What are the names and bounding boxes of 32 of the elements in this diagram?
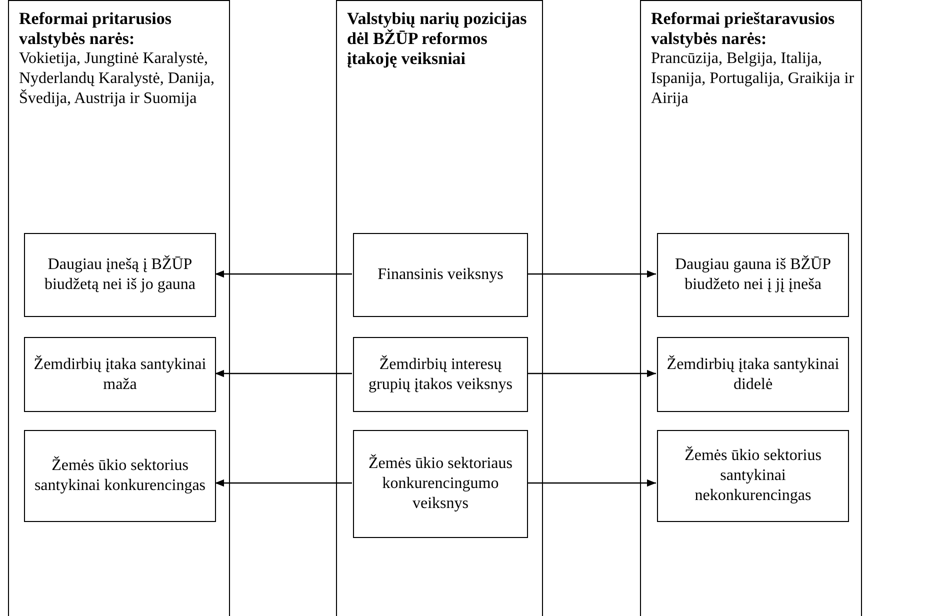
box-text: Daugiau gauna iš BŽŪP biudžeto nei į jį įneša	[674, 255, 832, 295]
column-panel	[8, 0, 230, 616]
process-box	[24, 430, 216, 522]
arrow	[527, 270, 656, 278]
box-text: Finansinis veiksnys	[378, 265, 504, 285]
box-text: Žemės ūkio sektorius santykinai nekonkurencingas	[684, 446, 822, 506]
column-heading: Reformai prieštaravusios valstybės narės:	[651, 9, 836, 49]
process-box	[657, 233, 849, 317]
column-heading: Valstybių narių pozicijas dėl BŽŪP reformos įtakoję veiksniai	[347, 9, 528, 69]
column-panel	[336, 0, 543, 616]
box-text: Žemdirbių įtaka santykinai didelė	[666, 354, 840, 394]
arrow	[215, 479, 352, 487]
arrow	[527, 479, 656, 487]
arrow	[527, 370, 656, 378]
process-box	[353, 430, 528, 538]
process-box	[24, 337, 216, 412]
country-list: Prancūzija, Belgija, Italija, Ispanija, Portugalija, Graikija ir Airija	[651, 49, 857, 109]
arrow	[215, 270, 352, 278]
process-box	[353, 233, 528, 317]
process-box	[353, 337, 528, 412]
box-text: Žemdirbių įtaka santykinai maža	[32, 354, 208, 394]
column-panel	[640, 0, 862, 616]
box-text: Daugiau įnešą į BŽŪP biudžetą nei iš jo gauna	[43, 255, 197, 295]
box-text: Žemės ūkio sektoriaus konkurencingumo veiksnys	[368, 454, 514, 514]
arrow	[215, 370, 352, 378]
process-box	[657, 337, 849, 412]
country-list: Vokietija, Jungtinė Karalystė, Nyderlandų Karalystė, Danija, Švedija, Austrija ir Suomija	[19, 49, 225, 109]
box-text: Žemės ūkio sektorius santykinai konkurencingas	[33, 456, 207, 496]
process-box	[24, 233, 216, 317]
process-box	[657, 430, 849, 522]
column-heading: Reformai pritarusios valstybės narės:	[19, 9, 173, 49]
box-text: Žemdirbių interesų grupių įtakos veiksnys	[368, 354, 514, 394]
